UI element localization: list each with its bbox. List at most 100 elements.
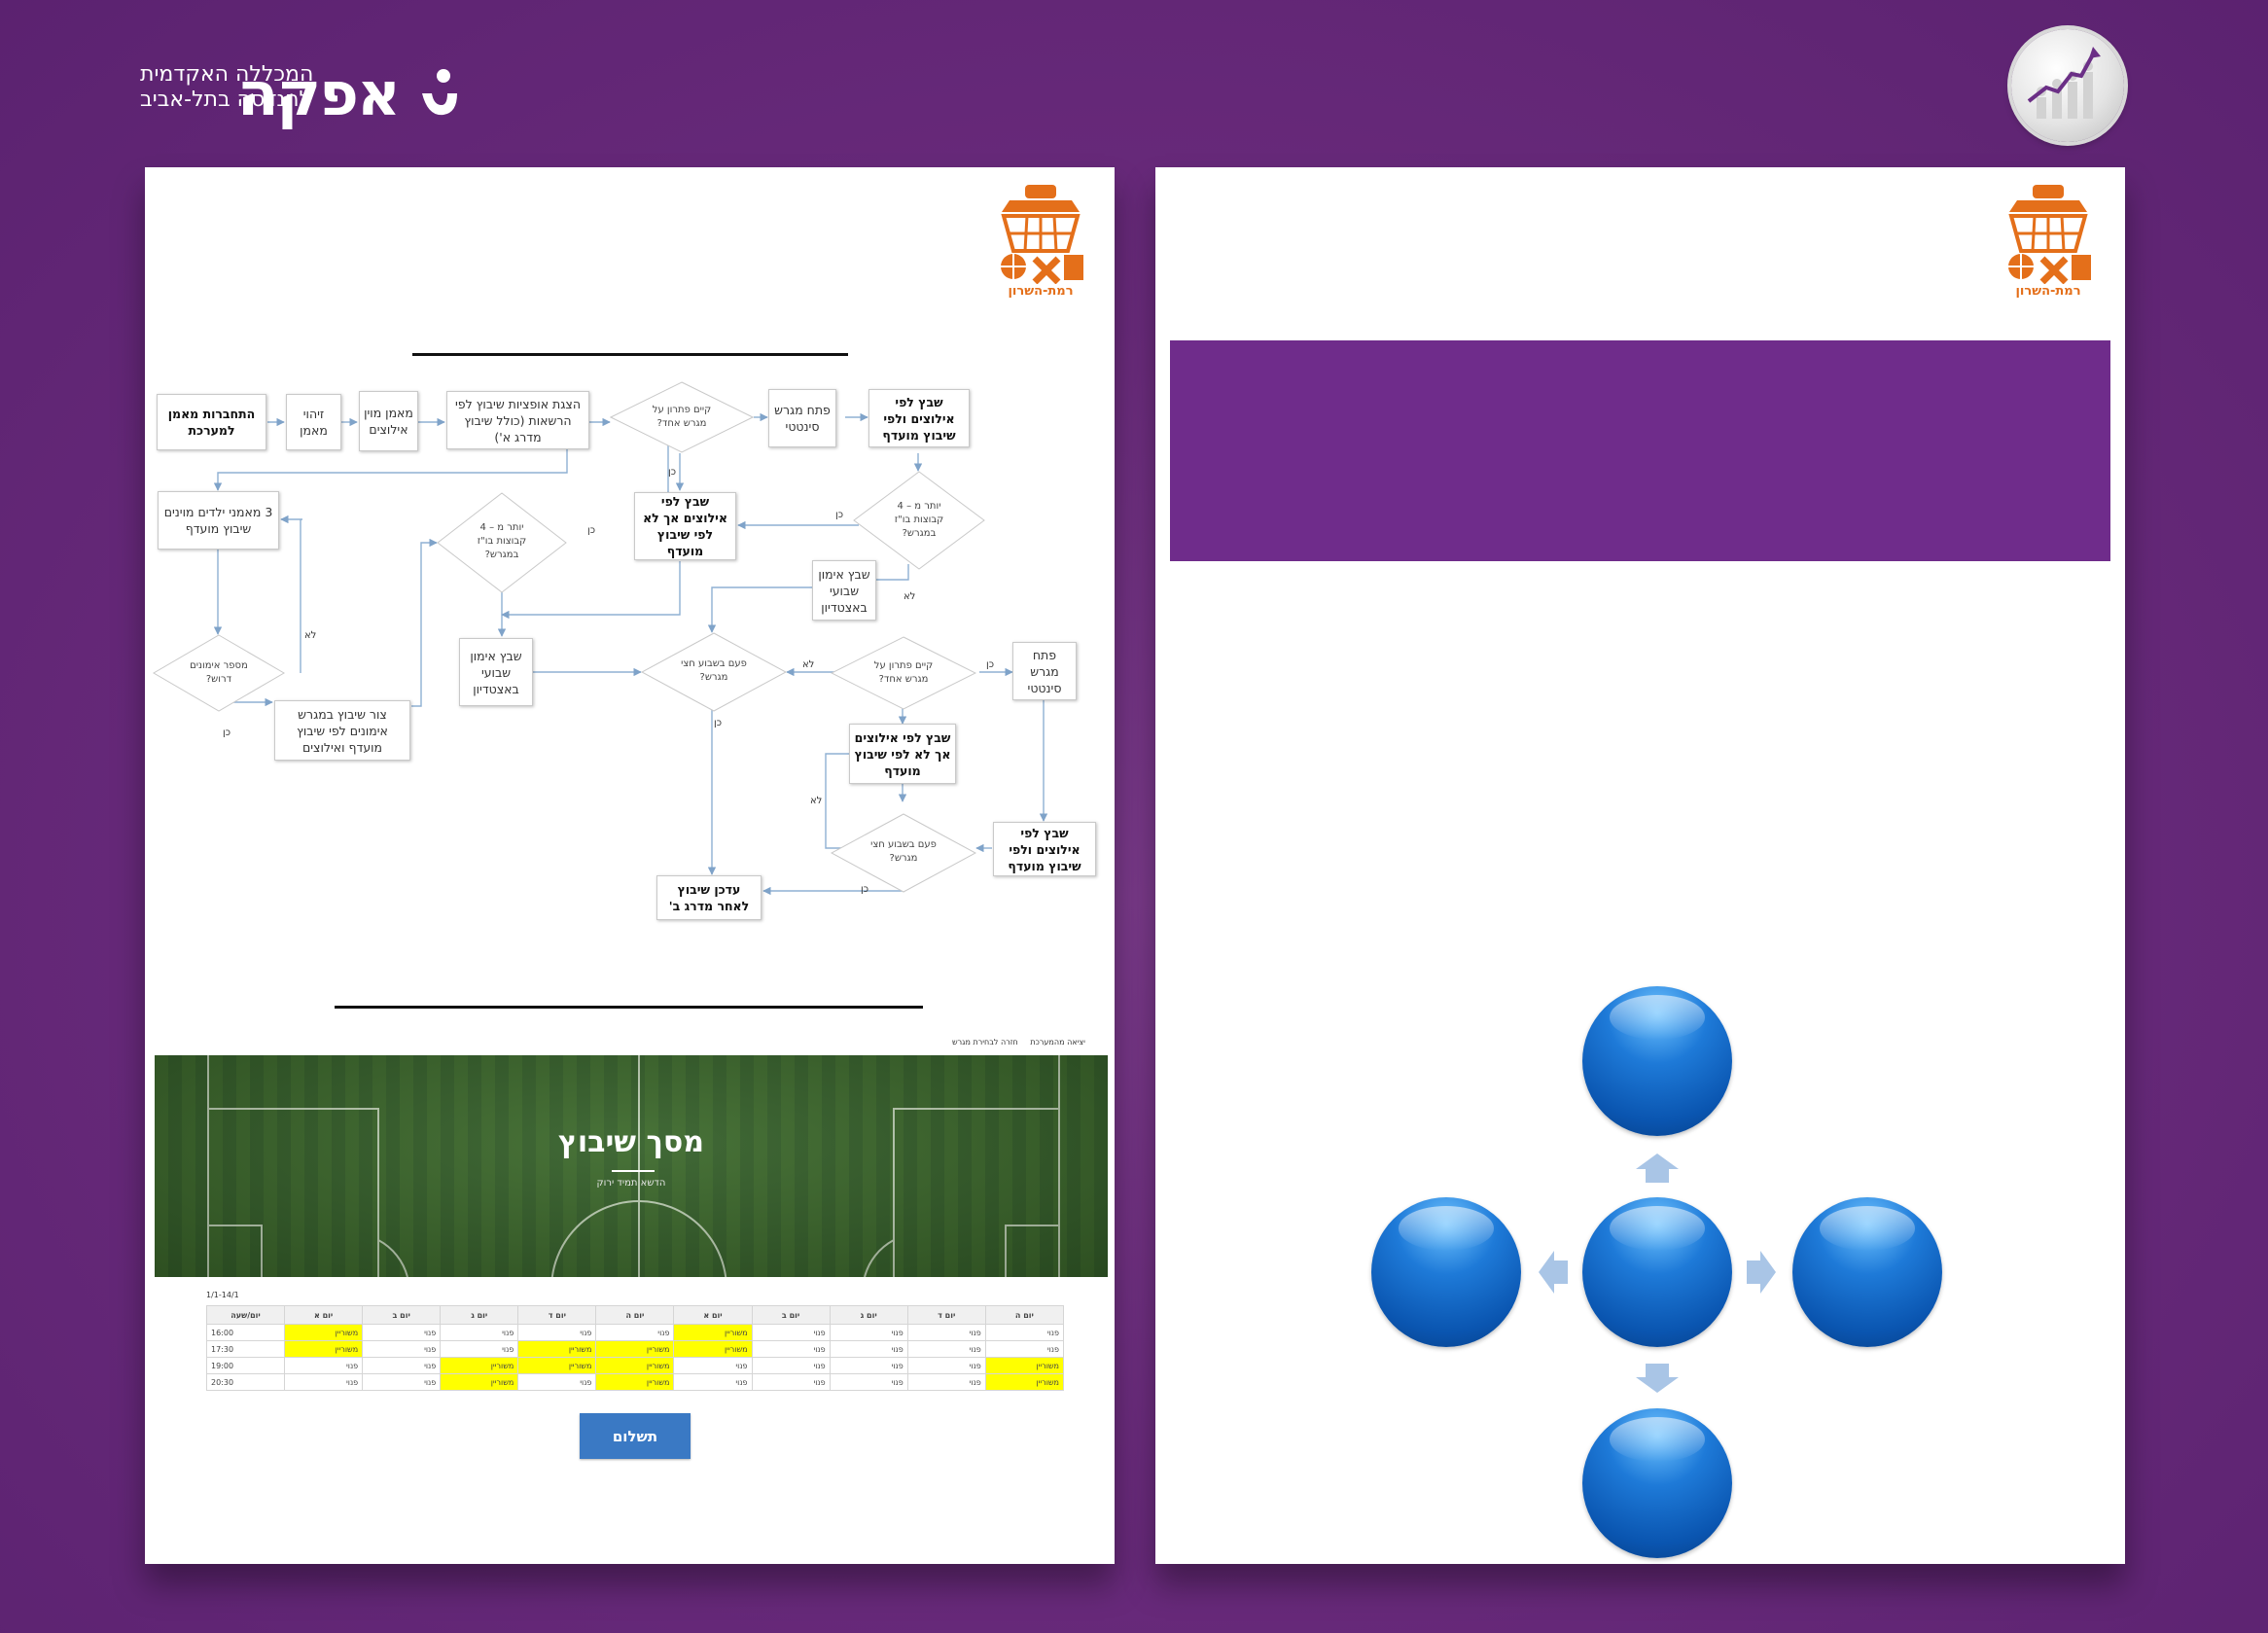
schedule-slot[interactable]: משוריין	[984, 1373, 1065, 1391]
schedule-slot[interactable]: פנוי	[751, 1357, 831, 1374]
time-slot-label: 17:30	[205, 1340, 286, 1358]
schedule-slot[interactable]: פנוי	[984, 1324, 1065, 1341]
scheduling-flowchart: התחברות מאמן למערכת זיהוי מאמן מאמן מוין…	[145, 167, 1115, 920]
flow-diamond-solution-one-2	[831, 636, 976, 710]
schedule-slot[interactable]: משוריין	[517, 1357, 597, 1374]
schedule-slot[interactable]: פנוי	[362, 1373, 442, 1391]
edge-label-no: לא	[802, 659, 815, 670]
flow-node-options: הצגת אופציות שיבוץ לפי הרשאות (כולל שיבו…	[446, 391, 589, 449]
stadium-logo-icon	[1001, 185, 1083, 284]
schedule-slot[interactable]: פנוי	[673, 1373, 753, 1391]
flow-node-update-b: עדכן שיבוץ לאחר מדרג ב'	[656, 875, 762, 920]
schedule-column-header: יום ב	[751, 1305, 831, 1325]
schedule-slot[interactable]: פנוי	[595, 1324, 675, 1341]
schedule-column-header: יום א	[284, 1305, 364, 1325]
afeka-mark-icon	[422, 69, 457, 116]
edge-label-yes: כן	[714, 718, 723, 728]
flow-node-coach-sorts: מאמן מוין אילוצים	[359, 391, 418, 451]
edge-label-no: לא	[904, 591, 916, 602]
flow-diamond-half-field	[641, 632, 787, 712]
orb-bottom	[1582, 1408, 1732, 1558]
schedule-slot[interactable]: פנוי	[673, 1357, 753, 1374]
flow-node-assign-pref-2: שבץ לפי אילוצים ולפי שיבוץ מועדף	[993, 822, 1096, 876]
flow-node-create-field: צור שיבוץ במגרש אימונים לפי שיבוץ מועדף …	[274, 700, 410, 761]
schedule-slot[interactable]: משוריין	[284, 1324, 364, 1341]
schedule-slot[interactable]: פנוי	[751, 1324, 831, 1341]
back-to-field-link[interactable]: חזרה לבחירת מגרש	[952, 1038, 1018, 1047]
edge-label-yes: כן	[223, 728, 231, 738]
flow-diamond-solution-one	[610, 381, 754, 453]
college-subtitle-2: להנדסה בתל-אביב	[140, 88, 312, 112]
flowchart-connectors	[213, 410, 1048, 896]
orb-left	[1371, 1197, 1521, 1347]
schedule-slot[interactable]: פנוי	[906, 1357, 986, 1374]
edge-label-yes: כן	[861, 884, 869, 895]
flow-diamond-num-trainings	[153, 634, 285, 712]
schedule-slot[interactable]: פנוי	[517, 1324, 597, 1341]
orb-top	[1582, 986, 1732, 1136]
edge-label-no: לא	[810, 796, 823, 806]
orb-center	[1582, 1197, 1732, 1347]
schedule-slot[interactable]: משוריין	[673, 1324, 753, 1341]
schedule-slot[interactable]: משוריין	[440, 1373, 519, 1391]
flow-node-weekly-stadium: שבץ אימון שבועי באצטדיון	[812, 560, 876, 621]
club-logo: רמת-השרון	[990, 183, 1091, 302]
edge-label-yes: כן	[986, 659, 995, 670]
club-logo-caption: רמת-השרון	[1008, 284, 1074, 299]
schedule-slot[interactable]: פנוי	[984, 1340, 1065, 1358]
growth-chart-icon	[2027, 47, 2101, 119]
schedule-slot[interactable]: משוריין	[284, 1340, 364, 1358]
pitch-lines	[207, 1055, 1060, 1277]
schedule-slot[interactable]: פנוי	[906, 1373, 986, 1391]
college-name: אפקה	[236, 58, 401, 129]
schedule-slot[interactable]: פנוי	[751, 1340, 831, 1358]
schedule-slot[interactable]: פנוי	[362, 1357, 442, 1374]
stadium-logo-icon	[2008, 185, 2091, 284]
edge-label-yes: כן	[835, 510, 844, 520]
schedule-slot[interactable]: פנוי	[829, 1340, 908, 1358]
schedule-slot[interactable]: משוריין	[984, 1357, 1065, 1374]
schedule-slot[interactable]: משוריין	[517, 1340, 597, 1358]
pay-button[interactable]: תשלום	[580, 1413, 691, 1459]
schedule-slot[interactable]: פנוי	[362, 1340, 442, 1358]
schedule-slot[interactable]: פנוי	[906, 1324, 986, 1341]
flow-decision-solution-one: קיים פתרון על מגרש אחד?	[652, 405, 712, 429]
schedule-slot[interactable]: פנוי	[829, 1324, 908, 1341]
screen-title: מסך שיבוץ	[558, 1125, 704, 1159]
schedule-slot[interactable]: פנוי	[751, 1373, 831, 1391]
purple-banner	[1170, 340, 2110, 561]
edge-label-yes: כן	[668, 467, 677, 478]
left-document-page: רמת-השרון	[145, 167, 1115, 1564]
schedule-slot[interactable]: פנוי	[362, 1324, 442, 1341]
exit-link[interactable]: יציאה מהמערכת	[1030, 1038, 1085, 1047]
schedule-slot[interactable]: פנוי	[284, 1357, 364, 1374]
schedule-column-header: יום ג	[440, 1305, 519, 1325]
title-underline	[612, 1170, 655, 1172]
field-hero: מסך שיבוץ הדשא תמיד ירוק	[155, 1055, 1108, 1277]
schedule-slot[interactable]: משוריין	[595, 1357, 675, 1374]
schedule-slot[interactable]: פנוי	[829, 1357, 908, 1374]
schedule-slot[interactable]: פנוי	[284, 1373, 364, 1391]
college-logo: אפקה המכללה האקדמית להנדסה בתל-אביב	[136, 58, 467, 129]
schedule-slot[interactable]: משוריין	[673, 1340, 753, 1358]
edge-label-no: לא	[304, 630, 317, 641]
schedule-slot[interactable]: פנוי	[517, 1373, 597, 1391]
schedule-slot[interactable]: משוריין	[595, 1373, 675, 1391]
schedule-slot[interactable]: משוריין	[595, 1340, 675, 1358]
schedule-column-header: יום ה	[984, 1305, 1065, 1325]
flow-diamond-more4-mid	[437, 492, 567, 593]
flow-node-weekly-stadium-mid: שבץ אימון שבועי באצטדיון	[459, 638, 533, 706]
flow-decision-solution-one-2: קיים פתרון על מגרש אחד?	[873, 660, 934, 685]
screen-subtitle: הדשא תמיד ירוק	[596, 1178, 666, 1189]
schedule-slot[interactable]: פנוי	[440, 1340, 519, 1358]
flow-node-open-synthetic: פתח מגרש סינטטי	[768, 389, 836, 447]
schedule-slot[interactable]: פנוי	[906, 1340, 986, 1358]
flow-node-assign-not-pref-2: שבץ לפי אילוצים אך לא לפי שיבוץ מועדף	[849, 724, 956, 784]
schedule-slot[interactable]: משוריין	[440, 1357, 519, 1374]
arrow-right-icon	[1747, 1251, 1776, 1294]
schedule-slot[interactable]: פנוי	[440, 1324, 519, 1341]
schedule-slot[interactable]: פנוי	[829, 1373, 908, 1391]
